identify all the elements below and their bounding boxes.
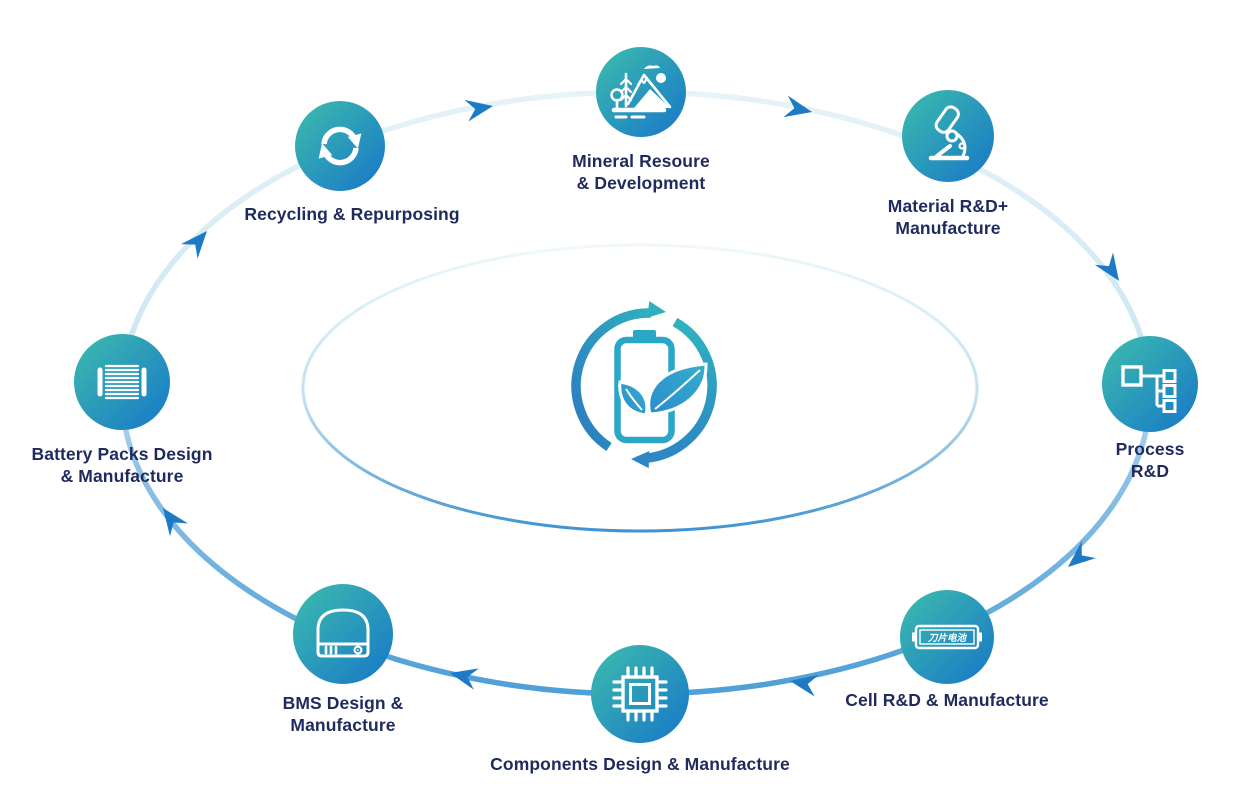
label-components: Components Design & Manufacture [490,754,790,774]
blade-battery-text: 刀片电池 [927,632,968,644]
flow-arrow-recycling-to-mineral [464,99,493,122]
label-cell-rd: Cell R&D & Manufacture [845,690,1049,710]
node-mineral-resource [596,47,686,137]
node-circle [596,47,686,137]
flow-arrows [163,95,1119,697]
label-recycling: Recycling & Repurposing [244,204,460,224]
emblem-left-arc [571,308,652,451]
node-recycling [295,101,385,191]
emblem-top-arrow [646,301,666,318]
bms-device-icon [316,608,370,658]
node-circle [295,101,385,191]
node-components [591,645,689,743]
mineral-landscape-icon [610,65,672,119]
flow-arrow-process-to-cell [1068,541,1096,567]
emblem-right-arc [647,317,717,463]
microscope-icon [928,105,970,161]
emblem-battery-cap [633,330,656,339]
label-bms: BMS Design & Manufacture [282,693,404,736]
inner-cycle-ring [301,243,979,533]
recycle-sync-icon [318,126,362,166]
node-material-rd [902,90,994,182]
flow-arrow-mineral-to-material [783,95,812,118]
node-circle [591,645,689,743]
flow-arrow-cell-to-components [790,674,819,697]
emblem-leaf-large-midrib [654,369,701,410]
blade-battery-icon: 刀片电池 [912,624,982,650]
flow-arrow-bms-to-batterypacks [163,508,188,537]
battery-leaf-recycle-icon [571,301,717,469]
node-circle [1102,336,1198,432]
node-battery-packs [74,334,170,430]
label-battery-packs: Battery Packs Design & Manufacture [31,444,213,487]
flow-arrow-batterypacks-to-recycling [180,231,207,259]
chip-icon [612,666,668,722]
node-bms [293,584,393,684]
flowchart-icon [1121,365,1177,413]
node-circle [900,590,994,684]
label-mineral-resource: Mineral Resoure & Development [572,151,710,194]
emblem-bottom-arrow [631,451,650,469]
label-process-rd: Process R&D [1115,439,1185,482]
label-material-rd: Material R&D+ Manufacture [887,196,1009,239]
battery-pack-icon [97,364,147,400]
flow-arrow-components-to-bms [450,668,479,690]
node-circle [293,584,393,684]
emblem-leaf-small-midrib [625,388,643,411]
node-cell-rd: 刀片电池 [900,590,994,684]
node-process-rd [1102,336,1198,432]
flow-arrow-material-to-process [1094,252,1119,281]
